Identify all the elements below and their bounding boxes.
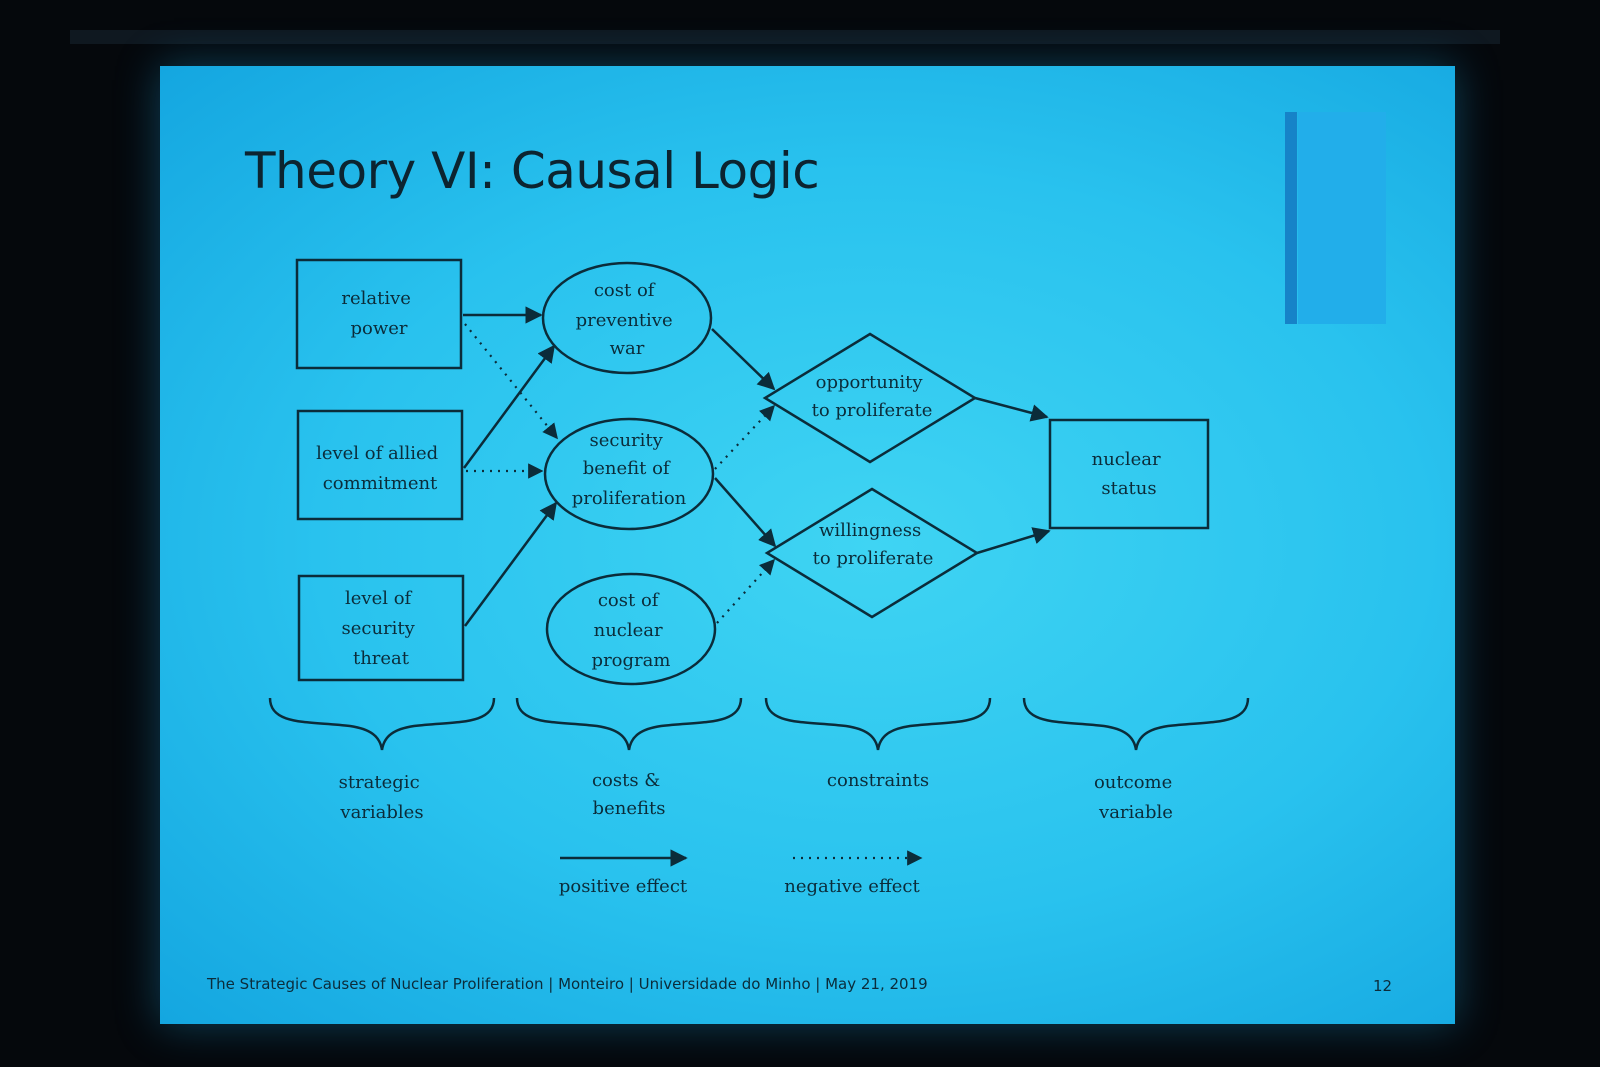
node-line: threat <box>353 648 410 669</box>
group-strategic-label: strategic variables <box>339 772 426 823</box>
node-cost-nuclear-program-label: cost of nuclear program <box>592 590 671 671</box>
group-line: costs & <box>592 770 660 791</box>
node-nuclear-status-box <box>1048 418 1210 530</box>
node-willingness-label: willingness to proliferate <box>813 520 934 569</box>
node-allied-commitment-box <box>296 409 464 521</box>
causal-diagram: relative power level of allied commitmen… <box>268 258 1250 897</box>
edge-relative-power-to-security-benefit <box>464 323 558 440</box>
edge-layer <box>462 306 1051 627</box>
node-line: to proliferate <box>812 400 933 421</box>
edge-willingness-to-nuclear-status <box>976 527 1051 555</box>
node-line: level of allied <box>316 443 438 464</box>
legend-positive-label: positive effect <box>559 876 688 897</box>
node-security-threat-box <box>297 574 465 682</box>
node-line: relative <box>341 288 411 309</box>
node-line: commitment <box>323 473 438 494</box>
group-constraints-label: constraints <box>827 770 929 791</box>
node-line: willingness <box>819 520 921 541</box>
accent-bar <box>1285 112 1297 324</box>
edge-security-benefit-to-opportunity <box>714 404 776 470</box>
edge-security-benefit-to-willingness <box>714 477 777 548</box>
node-line: cost of <box>598 590 660 611</box>
group-line: variables <box>339 802 423 823</box>
node-line: nuclear <box>1092 449 1161 470</box>
brace-strategic <box>268 697 496 751</box>
slide-page-number: 12 <box>1373 977 1393 995</box>
node-line: program <box>592 650 671 671</box>
group-line: constraints <box>827 770 929 791</box>
projector-bezel <box>70 30 1500 44</box>
edge-cost-nuclear-program-to-willingness <box>716 558 776 624</box>
group-line: variable <box>1098 802 1173 823</box>
node-line: war <box>610 338 645 359</box>
node-line: to proliferate <box>813 548 934 569</box>
legend-negative-label: negative effect <box>784 876 920 897</box>
accent-panel <box>1298 112 1386 324</box>
group-line: benefits <box>593 798 666 819</box>
edge-cost-preventive-war-to-opportunity <box>711 328 776 391</box>
node-nuclear-status-label: nuclear status <box>1092 449 1167 499</box>
node-line: level of <box>345 588 413 609</box>
node-security-benefit-ellipse <box>543 417 715 531</box>
presentation-slide: Theory VI: Causal Logic relative power l… <box>160 66 1455 1024</box>
edge-security-threat-to-security-benefit <box>463 501 558 627</box>
node-cost-preventive-war-label: cost of preventive war <box>576 280 679 359</box>
group-line: strategic <box>339 772 420 793</box>
node-line: power <box>350 318 407 339</box>
node-cost-preventive-war-ellipse <box>541 261 713 375</box>
group-outcome-label: outcome variable <box>1094 772 1178 823</box>
node-line: status <box>1101 478 1156 499</box>
node-line: benefit of <box>583 458 671 479</box>
node-line: proliferation <box>572 488 687 509</box>
brace-outcome <box>1022 697 1250 751</box>
node-cost-nuclear-program-ellipse <box>545 572 717 686</box>
brace-costs <box>515 697 743 751</box>
node-security-benefit-label: security benefit of proliferation <box>572 430 687 509</box>
node-relative-power-box <box>295 258 463 370</box>
group-costs-label: costs & benefits <box>592 770 666 819</box>
slide-footer: The Strategic Causes of Nuclear Prolifer… <box>207 975 928 993</box>
node-relative-power-label: relative power <box>341 288 416 339</box>
node-security-threat-label: level of security threat <box>341 588 420 669</box>
group-line: outcome <box>1094 772 1172 793</box>
node-line: security <box>589 430 663 451</box>
edge-opportunity-to-nuclear-status <box>974 396 1049 422</box>
node-line: preventive <box>576 310 673 331</box>
slide-title: Theory VI: Causal Logic <box>245 142 820 200</box>
edge-allied-commitment-to-cost-preventive-war <box>462 344 556 469</box>
node-line: security <box>341 618 415 639</box>
brace-constraints <box>764 697 992 751</box>
node-line: cost of <box>594 280 656 301</box>
node-line: nuclear <box>594 620 663 641</box>
node-opportunity-diamond <box>762 332 978 464</box>
node-allied-commitment-label: level of allied commitment <box>316 443 444 494</box>
node-willingness-diamond <box>764 487 980 619</box>
node-opportunity-label: opportunity to proliferate <box>812 372 933 421</box>
node-line: opportunity <box>816 372 924 393</box>
